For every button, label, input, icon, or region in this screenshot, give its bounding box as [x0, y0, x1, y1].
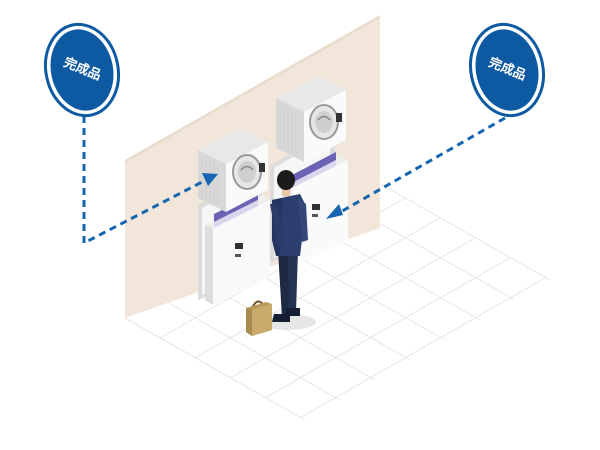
person-figure — [260, 170, 316, 330]
left-callout-connector — [82, 116, 218, 246]
right-badge: 完成品 — [469, 22, 545, 118]
back-wall-top-edge — [125, 15, 380, 163]
shopping-bag — [246, 300, 272, 336]
left-badge-circle-icon — [50, 29, 114, 111]
left-badge: 完成品 — [44, 22, 120, 118]
left-arrow-head-icon — [202, 173, 218, 186]
right-callout-connector — [326, 116, 506, 219]
laundry-machine-left — [198, 128, 270, 305]
right-badge-circle-icon — [475, 29, 539, 111]
right-arrow-head-icon — [326, 204, 343, 219]
